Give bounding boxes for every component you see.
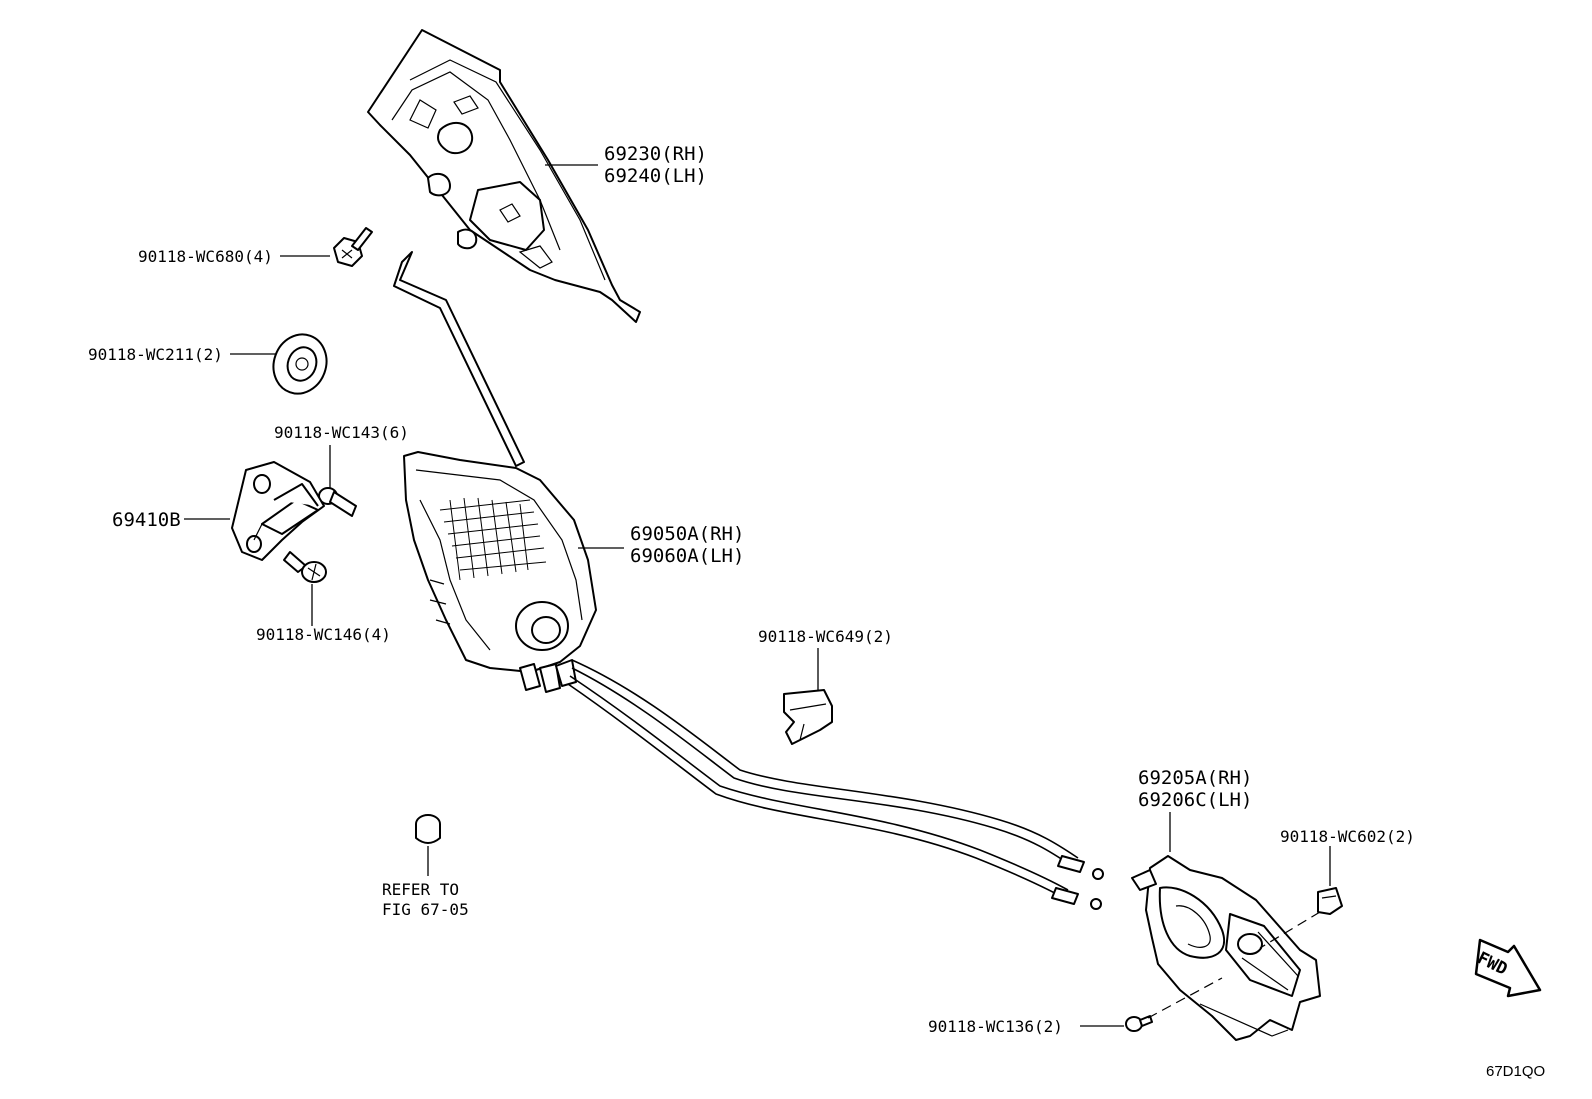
label-refer-line2: FIG 67-05 <box>382 900 469 919</box>
screw-wc136 <box>1125 1015 1153 1032</box>
label-screw-wc143: 90118-WC143(6) <box>274 423 409 442</box>
label-clip-wc602: 90118-WC602(2) <box>1280 827 1415 846</box>
label-inner-handle-rh: 69205A(RH) <box>1138 767 1252 789</box>
screw-wc146 <box>283 551 327 583</box>
nut-wc211 <box>272 333 328 395</box>
label-nut-wc211: 90118-WC211(2) <box>88 345 223 364</box>
label-inner-handle-lh: 69206C(LH) <box>1138 789 1252 811</box>
dashline-clip-wc602 <box>1259 911 1321 949</box>
label-lock-rh: 69050A(RH) <box>630 523 744 545</box>
label-screw-wc146: 90118-WC146(4) <box>256 625 391 644</box>
label-striker: 69410B <box>112 509 181 531</box>
label-lock-lh: 69060A(LH) <box>630 545 744 567</box>
inner-door-handle <box>1131 855 1321 1041</box>
label-clip-wc649: 90118-WC649(2) <box>758 627 893 646</box>
label-refer-line1: REFER TO <box>382 880 459 899</box>
label-screw-wc136: 90118-WC136(2) <box>928 1017 1063 1036</box>
label-bolt-wc680: 90118-WC680(4) <box>138 247 273 266</box>
lock-hatching <box>439 497 547 581</box>
screw-wc143 <box>318 487 357 517</box>
refer-part-bushing <box>415 814 441 844</box>
dashline-screw-wc136 <box>1147 977 1223 1019</box>
fwd-arrow-icon: FWD <box>1474 938 1542 998</box>
label-outer-handle-rh: 69230(RH) <box>604 143 707 165</box>
label-outer-handle-lh: 69240(LH) <box>604 165 707 187</box>
bolt-wc680 <box>333 227 373 267</box>
outer-handle-frame <box>367 29 641 323</box>
clip-wc649 <box>783 689 833 745</box>
clip-wc602 <box>1317 887 1343 915</box>
lock-rod <box>393 251 525 467</box>
door-lock-assembly <box>403 451 597 693</box>
lock-cables <box>567 659 1104 910</box>
striker-69410b <box>231 461 325 561</box>
figure-code: 67D1QO <box>1486 1063 1545 1080</box>
